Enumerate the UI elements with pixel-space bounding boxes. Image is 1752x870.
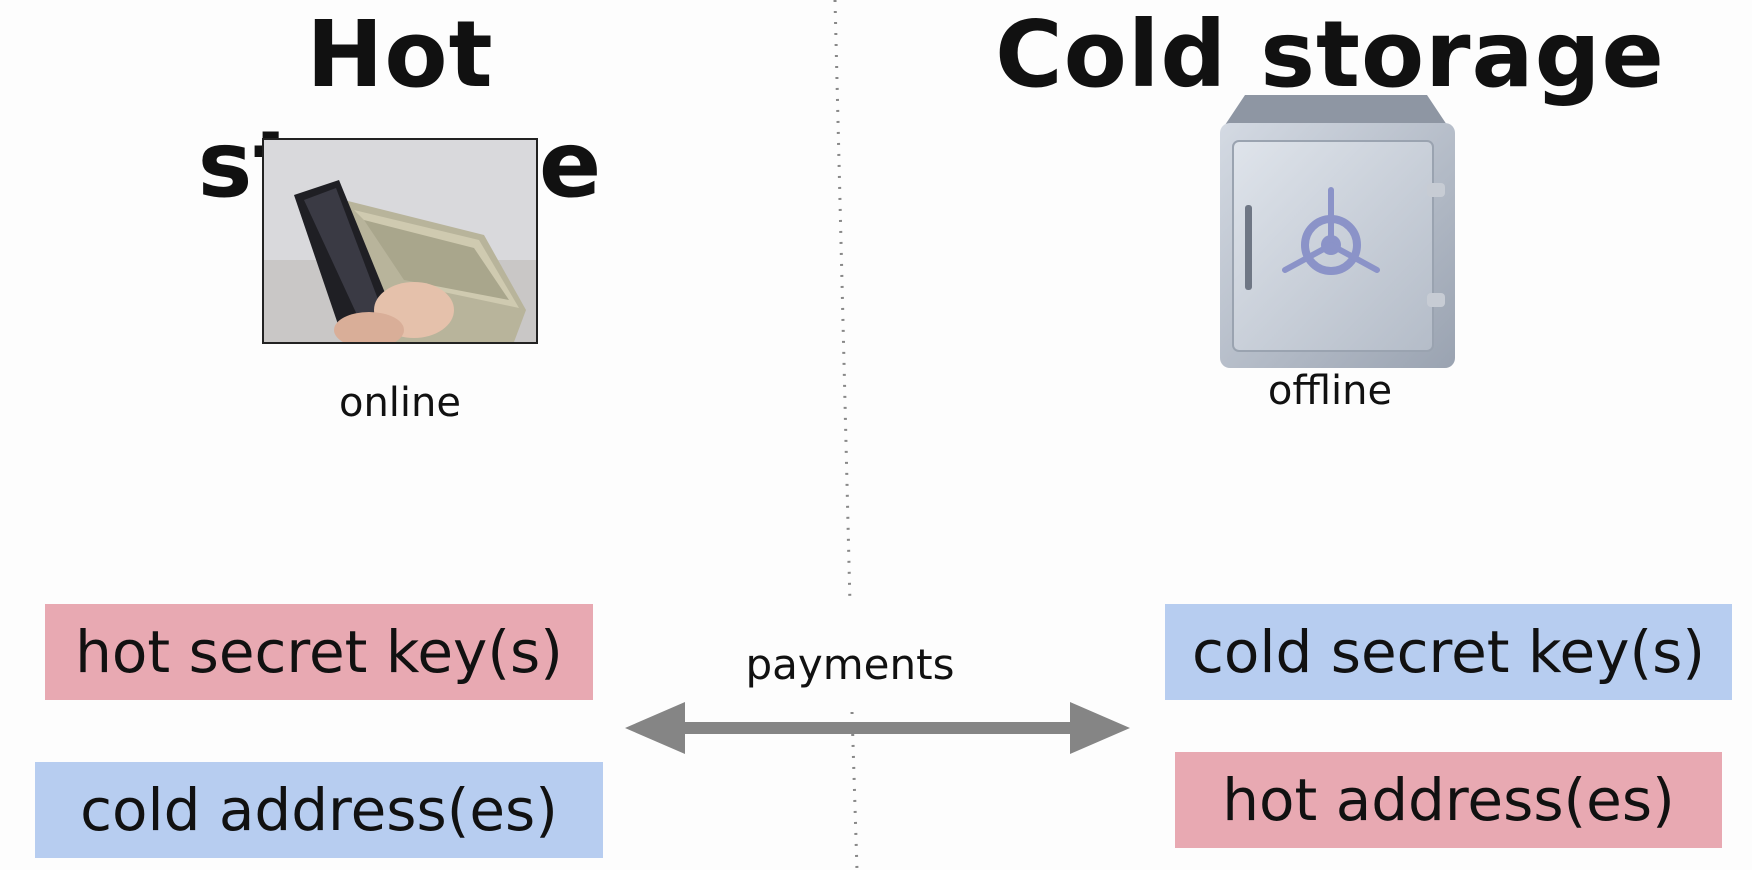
hot-addresses-box: hot address(es) [1175, 752, 1722, 848]
offline-caption: offline [1267, 368, 1393, 414]
hot-secret-keys-box: hot secret key(s) [45, 604, 593, 700]
cold-addresses-box: cold address(es) [35, 762, 603, 858]
wallet-photo [262, 138, 538, 344]
safe-icon [1215, 95, 1460, 370]
cold-secret-keys-box: cold secret key(s) [1165, 604, 1732, 700]
cold-storage-title: Cold storage [995, 1, 1665, 108]
double-headed-arrow-icon [625, 702, 1130, 754]
payments-label: payments [745, 640, 955, 689]
online-caption: online [338, 380, 461, 426]
